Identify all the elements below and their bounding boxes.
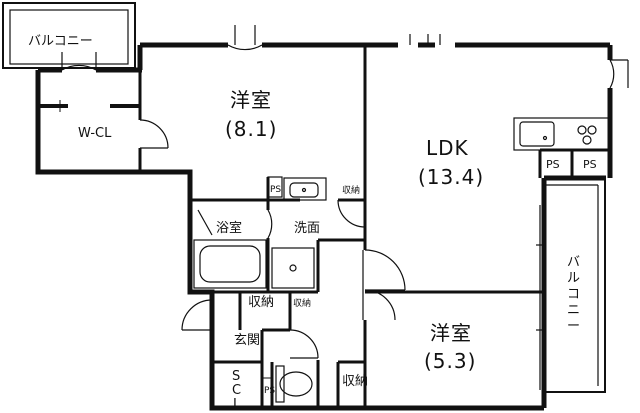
washbasin [283,177,327,201]
bathroom-label: 浴室 [216,220,242,236]
storage-wash-label: 収納 [342,184,360,196]
wcl-label: W-CL [78,126,112,141]
western-room-small-name: 洋室 [430,321,472,345]
western-room-main-size: (8.1) [225,117,277,141]
balcony-right-char-3: コ [567,287,580,302]
storage-small-label: 収納 [293,297,311,309]
entrance-label: 玄関 [234,333,260,348]
washing-machine-pan [271,247,315,289]
western-room-main-name: 洋室 [230,88,272,112]
balcony-right-char-2: ル [567,271,580,286]
scl-label-s: S [232,369,240,384]
toilet [275,365,313,403]
washroom-label: 洗面 [294,221,320,236]
ldk-size: (13.4) [418,165,484,189]
exterior-walls [35,42,613,411]
ldk-label: LDK [426,136,469,160]
scl-label-c: C [232,383,241,398]
ps-right-label: PS [583,158,597,171]
balcony-right-char-1: バ [567,255,580,270]
scl-label-l: L [233,397,241,412]
bathtub [193,209,267,289]
wall-fills [261,176,283,409]
doors [61,25,629,359]
kitchen-counter [513,117,611,151]
balcony-top-label: バルコニー [28,34,93,49]
balcony-right-char-5: ー [567,319,580,334]
ldk-windows [536,205,544,390]
ps-left-label: PS [546,158,560,171]
wcl-shelves [38,100,140,112]
balcony-right-char-4: ニ [567,303,580,318]
ps-small-label: PS [270,185,281,195]
ps-vertical-label: PS [264,386,275,396]
storage-entrance-label: 収納 [248,295,274,310]
balcony-top [2,2,136,69]
western-room-small-size: (5.3) [424,349,476,373]
storage-western-label: 収納 [342,374,368,389]
